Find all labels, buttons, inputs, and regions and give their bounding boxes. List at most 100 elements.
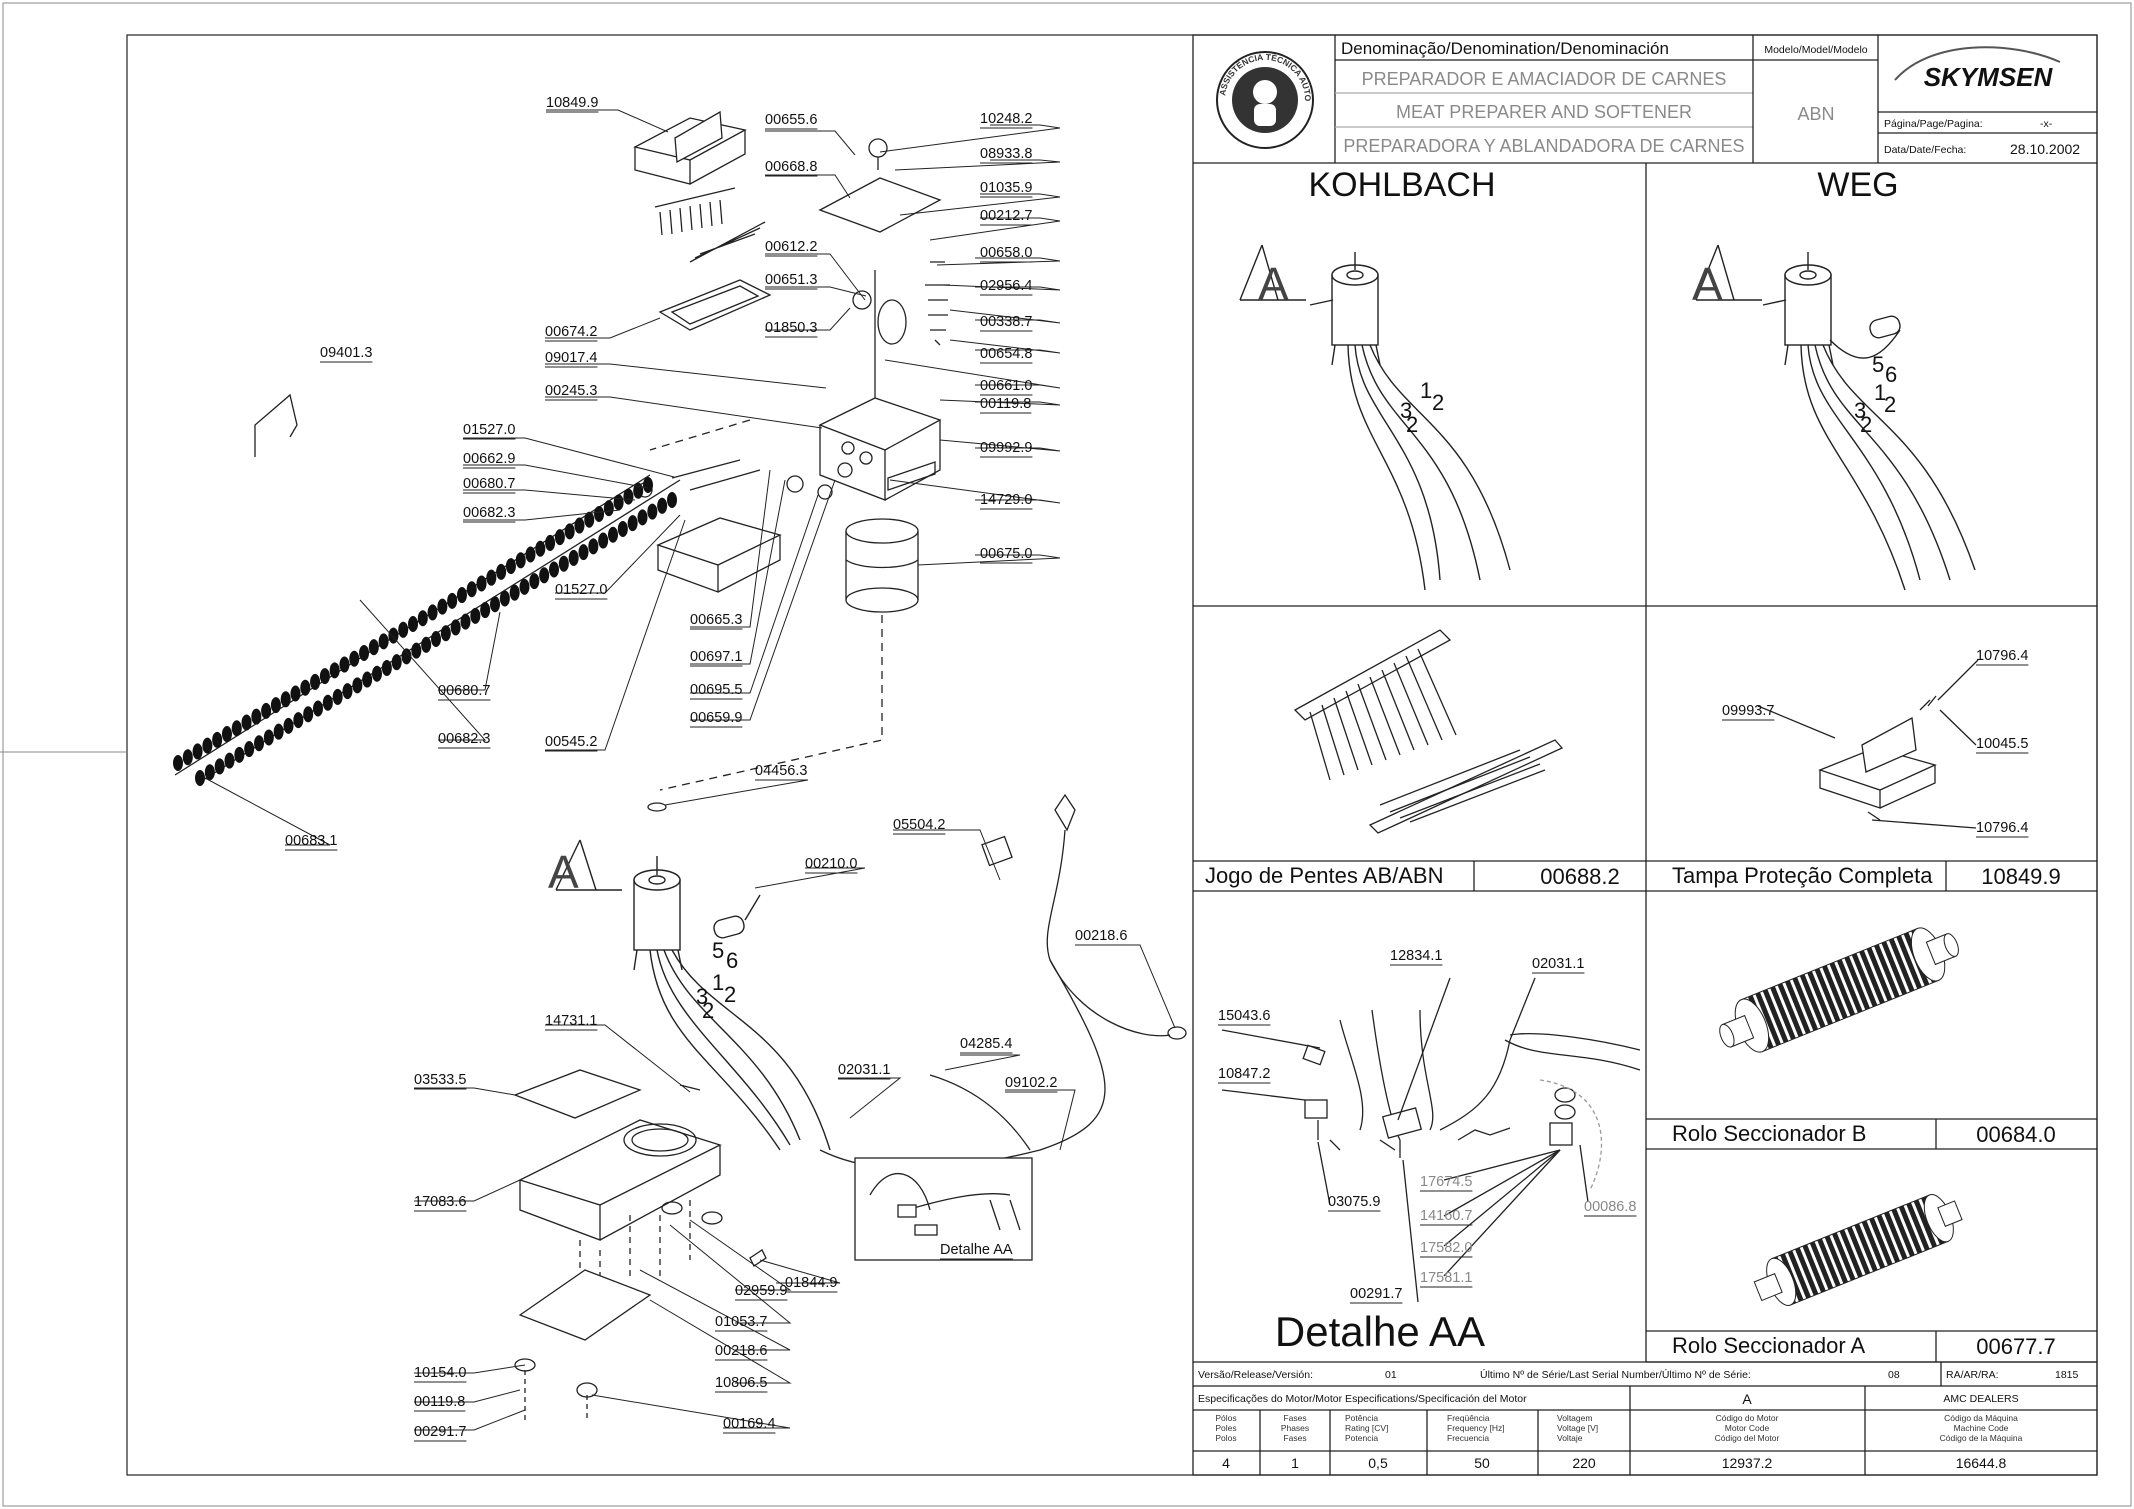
part-label: 00658.0	[980, 245, 1032, 261]
kohlbach-motor	[1239, 244, 1511, 591]
part-label: 00674.2	[545, 324, 597, 340]
motor-spec-table: Pólos Poles Polos 4 Fases Phases Fases 1…	[1215, 1413, 2022, 1471]
weg-wire-2b: 2	[1860, 412, 1872, 437]
svg-text:Código de la Máquina: Código de la Máquina	[1940, 1433, 2023, 1443]
svg-text:Potencia: Potencia	[1345, 1433, 1378, 1443]
part-label-10796-4b: 10796.4	[1976, 820, 2028, 836]
serrated-roller-upper	[173, 477, 653, 771]
roller-blade	[329, 662, 340, 679]
roller-blade	[342, 683, 353, 700]
detail-aa-box	[854, 1157, 1033, 1261]
roller-blade	[613, 494, 624, 511]
roller-blade	[627, 515, 638, 532]
roller-blade	[545, 534, 556, 551]
roller-blade	[192, 743, 203, 760]
roller-blade	[647, 503, 658, 520]
power-cord	[819, 793, 1187, 1170]
roller-blade	[401, 648, 412, 665]
roller-blade	[509, 584, 520, 601]
roller-blade	[637, 509, 648, 526]
motor-wire-2b: 2	[702, 998, 714, 1023]
roller-blade	[283, 717, 294, 734]
roller-blade	[254, 735, 264, 752]
dealer-name: AMC DEALERS	[1943, 1393, 2018, 1405]
part-label: 00210.0	[805, 856, 857, 872]
roller-blade	[486, 569, 497, 586]
leader-lines	[204, 109, 1176, 1431]
roller-blade	[313, 700, 323, 717]
part-label: 02956.4	[980, 278, 1032, 294]
product-name-pt: PREPARADOR E AMACIADOR DE CARNES	[1362, 69, 1727, 89]
roller-blade	[456, 587, 467, 604]
part-label: 05504.2	[893, 817, 945, 833]
roller-blade	[440, 625, 451, 642]
roller-b-drawing	[1719, 927, 1959, 1053]
roller-blade	[224, 752, 235, 769]
weg-wire-5: 5	[1872, 352, 1884, 377]
part-label-10796-4a: 10796.4	[1976, 648, 2028, 664]
serrated-roller-lower	[195, 492, 677, 786]
roller-blade	[496, 563, 507, 580]
part-label: 00218.6	[1075, 928, 1127, 944]
roller-blade	[617, 520, 628, 537]
roller-blade	[447, 592, 458, 609]
part-label: 00682.3	[438, 731, 490, 747]
part-label: 00662.9	[463, 451, 515, 467]
weg-title: WEG	[1817, 166, 1898, 204]
roller-blade	[372, 665, 382, 682]
version-label: Versão/Release/Versión:	[1198, 1369, 1313, 1381]
motor-wire-6: 6	[726, 948, 738, 973]
roller-blade	[303, 706, 314, 723]
kohlbach-title: KOHLBACH	[1308, 166, 1495, 204]
roller-blade	[263, 729, 274, 746]
protection-cover-drawing	[1757, 659, 1979, 829]
part-label: 00683.1	[285, 833, 337, 849]
svg-text:Fases: Fases	[1283, 1433, 1306, 1443]
kohlbach-wire-3: 3	[1400, 398, 1412, 423]
roller-a-drawing	[1753, 1194, 1963, 1306]
roller-blade	[460, 613, 471, 630]
roller-blade	[322, 694, 333, 711]
right-panel-grid	[1192, 34, 2098, 1476]
svg-text:Frecuencia: Frecuencia	[1447, 1433, 1489, 1443]
part-label: 00661.0	[980, 378, 1032, 394]
brand-name: SKYMSEN	[1924, 62, 2054, 92]
roller-blade	[391, 654, 402, 671]
roller-blade	[549, 561, 559, 578]
part-label: 00655.6	[765, 112, 817, 128]
comb-set-code: 00688.2	[1540, 864, 1620, 889]
motor-spec-label: Especificações do Motor/Motor Especifica…	[1198, 1393, 1527, 1405]
model-label: Modelo/Model/Modelo	[1764, 44, 1867, 56]
part-label: 08933.8	[980, 146, 1032, 162]
part-label: 01053.7	[715, 1314, 767, 1330]
roller-blade	[421, 636, 432, 653]
part-label: 04456.3	[755, 763, 807, 779]
denomination-label: Denominação/Denomination/Denominación	[1341, 39, 1669, 58]
part-label-10045-5: 10045.5	[1976, 736, 2028, 752]
weg-letter-a: A	[1692, 258, 1723, 310]
roller-blade	[594, 505, 605, 522]
roller-blade	[643, 477, 653, 493]
svg-text:Polos: Polos	[1215, 1433, 1236, 1443]
protection-cover-caption: Tampa Proteção Completa	[1672, 863, 1933, 888]
roller-blade	[480, 602, 491, 619]
roller-blade	[270, 697, 281, 714]
part-label: 10806.5	[715, 1375, 767, 1391]
part-label: 09992.9	[980, 440, 1032, 456]
kohlbach-wire-2: 2	[1432, 390, 1444, 415]
roller-blade	[381, 659, 392, 676]
date-label: Data/Date/Fecha:	[1884, 144, 1966, 156]
part-label: 02031.1	[838, 1062, 890, 1078]
motor-wire-1: 1	[712, 970, 724, 995]
svg-text:Fases: Fases	[1283, 1413, 1306, 1423]
part-label: 10849.9	[546, 95, 598, 111]
part-label: 00291.7	[414, 1424, 466, 1440]
roller-blade	[466, 581, 477, 598]
roller-blade	[437, 598, 448, 615]
roller-blade	[623, 488, 634, 505]
motor-letter-a: A	[548, 846, 579, 898]
base-assembly	[513, 1069, 767, 1420]
detail-part-15043-6: 15043.6	[1218, 1008, 1270, 1024]
part-label: 00338.7	[980, 314, 1032, 330]
